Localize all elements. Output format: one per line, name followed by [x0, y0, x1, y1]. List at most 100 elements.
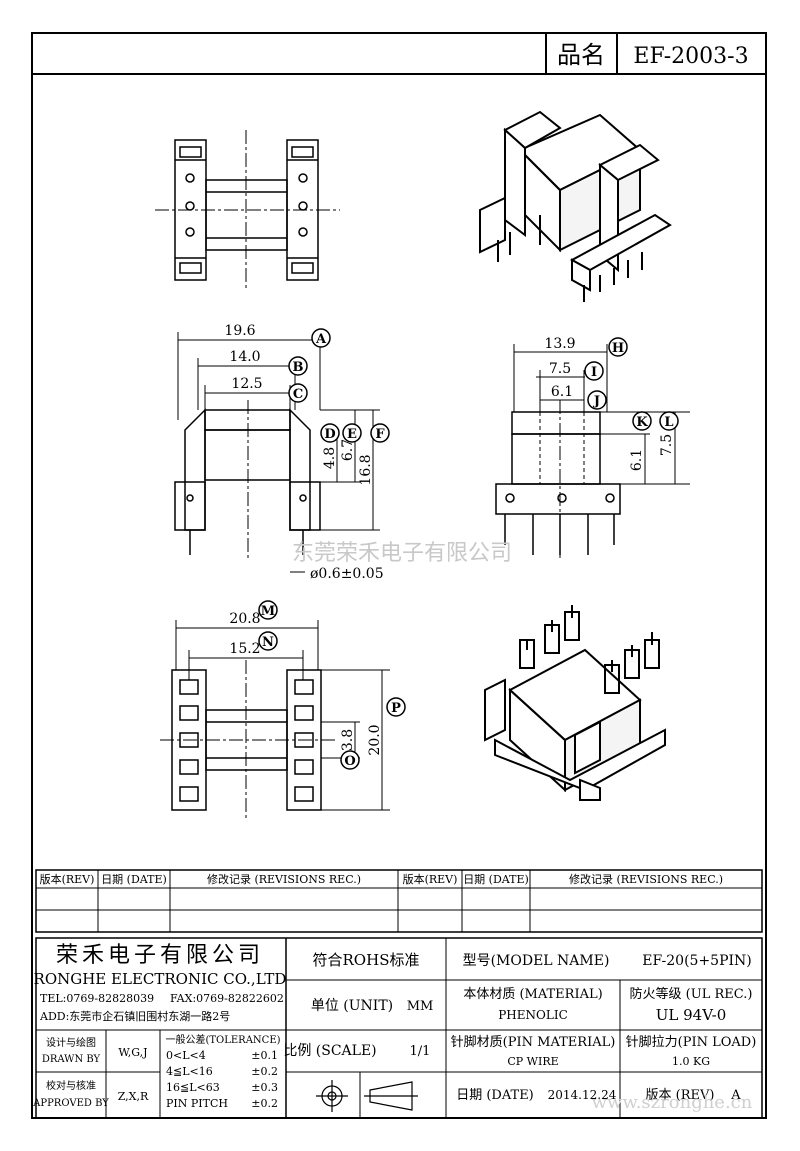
callout-d: D — [320, 423, 340, 443]
date-header-2: 日期 (DATE) — [463, 873, 529, 886]
dim-a-value: 19.6 — [224, 323, 255, 339]
tolerance-value: ±0.1 — [251, 1049, 278, 1062]
tolerance-value: ±0.3 — [251, 1081, 278, 1094]
info-block-grid — [35, 937, 763, 1119]
dim-k-value: 6.1 — [629, 449, 645, 471]
isometric-view-1 — [479, 110, 672, 302]
dim-h-value: 13.9 — [544, 336, 575, 352]
dim-e-value: 6.7 — [340, 439, 356, 461]
tolerance-value: ±0.2 — [251, 1065, 278, 1078]
name-label: 品名 — [557, 41, 605, 69]
company-fax: FAX:0769-82822602 — [170, 992, 284, 1005]
tolerance-range: 0<L<4 — [166, 1049, 206, 1062]
spec-fields: 符合ROHS标准 型号(MODEL NAME) EF-20(5+5PIN) 单位… — [32, 951, 756, 1110]
callout-h: H — [608, 337, 628, 357]
ul-label: 防火等级 (UL REC.) — [630, 986, 753, 1002]
svg-text:F: F — [375, 427, 385, 442]
company-name-en: RONGHE ELECTRONIC CO.,LTD — [34, 970, 287, 988]
callout-j: J — [587, 390, 607, 410]
svg-text:I: I — [591, 365, 597, 380]
bottom-view — [160, 660, 335, 820]
callout-m: M — [258, 600, 278, 620]
drawn-by-value: W,G,J — [118, 1046, 147, 1059]
svg-text:K: K — [636, 415, 648, 430]
projection-symbol-icon — [316, 1080, 418, 1112]
svg-text:C: C — [293, 387, 303, 402]
scale-label: 比例 (SCALE) — [283, 1043, 376, 1059]
callout-c: C — [288, 383, 308, 403]
svg-text:E: E — [347, 427, 357, 442]
dim-b-value: 14.0 — [229, 349, 260, 365]
callout-p: P — [386, 697, 406, 717]
dim-i-value: 7.5 — [549, 361, 571, 377]
revision-table — [35, 869, 763, 933]
callout-b: B — [288, 356, 308, 376]
date-label: 日期 (DATE) — [456, 1088, 534, 1103]
revision-headers: 版本(REV) 日期 (DATE) 修改记录 (REVISIONS REC.) … — [40, 872, 723, 886]
dim-j-value: 6.1 — [551, 384, 573, 400]
callout-a: A — [311, 328, 331, 348]
pin-load-value: 1.0 KG — [672, 1055, 710, 1068]
isometric-view-2 — [484, 605, 666, 801]
dim-c-value: 12.5 — [231, 376, 262, 392]
company-address: ADD:东莞市企石镇旧围村东湖一路2号 — [39, 1009, 230, 1023]
pin-diameter-value: ø0.6±0.05 — [310, 566, 384, 582]
rec-header-1: 修改记录 (REVISIONS REC.) — [207, 872, 361, 886]
front-view — [174, 400, 321, 560]
rec-header-2: 修改记录 (REVISIONS REC.) — [569, 872, 723, 886]
dim-n-value: 15.2 — [229, 641, 260, 657]
front-view-labels: 19.6 14.0 12.5 4.8 6.7 16.8 ø0.6±0.05 — [224, 323, 383, 582]
callout-o: O — [340, 750, 360, 770]
dim-p-value: 20.0 — [367, 724, 383, 755]
unit-value: MM — [407, 999, 434, 1014]
pin-load-label: 针脚拉力(PIN LOAD) — [626, 1034, 757, 1050]
dim-o-value: 3.8 — [340, 729, 356, 751]
tolerance-title: 一般公差(TOLERANCE) — [165, 1033, 280, 1046]
scale-value: 1/1 — [410, 1044, 431, 1059]
drawn-by-label-en: DRAWN BY — [42, 1054, 101, 1065]
rev-header-2: 版本(REV) — [403, 872, 458, 886]
watermark-url: www.szronghe.cn — [592, 1092, 753, 1113]
dim-m-value: 20.8 — [229, 611, 260, 627]
callout-e: E — [342, 423, 362, 443]
tolerance-range: 16≦L<63 — [166, 1081, 220, 1094]
drawn-by-label-cn: 设计与绘图 — [46, 1036, 96, 1049]
svg-text:M: M — [261, 604, 275, 619]
tolerance-value: ±0.2 — [251, 1097, 278, 1110]
company-info: 荣禾电子有限公司 RONGHE ELECTRONIC CO.,LTD TEL:0… — [34, 943, 287, 1023]
svg-text:P: P — [391, 701, 401, 716]
approved-by-label-cn: 校对与核准 — [46, 1079, 96, 1092]
rev-header-1: 版本(REV) — [40, 872, 95, 886]
model-value: EF-20(5+5PIN) — [642, 953, 752, 969]
svg-text:B: B — [293, 360, 304, 375]
part-number: EF-2003-3 — [633, 44, 748, 69]
svg-text:N: N — [262, 635, 274, 650]
rev-label: 版本 (REV) — [646, 1088, 715, 1103]
svg-text:A: A — [315, 332, 327, 347]
side-view — [495, 400, 621, 560]
svg-text:D: D — [324, 427, 335, 442]
material-value: PHENOLIC — [498, 1008, 568, 1022]
pin-material-value: CP WIRE — [507, 1055, 558, 1068]
date-header-1: 日期 (DATE) — [101, 873, 167, 886]
dim-f-value: 16.8 — [358, 454, 374, 485]
callout-n: N — [258, 631, 278, 651]
callout-i: I — [584, 361, 604, 381]
callout-l: L — [659, 411, 679, 431]
tolerance-range: PIN PITCH — [166, 1097, 228, 1110]
title-block: 品名 EF-2003-3 — [32, 33, 766, 75]
callout-f: F — [370, 423, 390, 443]
date-value: 2014.12.24 — [548, 1088, 617, 1102]
pin-material-label: 针脚材质(PIN MATERIAL) — [451, 1034, 616, 1050]
dim-d-value: 4.8 — [322, 447, 338, 469]
model-label: 型号(MODEL NAME) — [463, 953, 610, 969]
callout-k: K — [632, 411, 652, 431]
bottom-view-labels: 20.8 15.2 3.8 20.0 — [229, 611, 383, 756]
svg-text:H: H — [612, 341, 624, 356]
watermark: 东莞荣禾电子有限公司 — [292, 541, 512, 566]
company-tel: TEL:0769-82828039 — [40, 992, 154, 1005]
company-name-cn: 荣禾电子有限公司 — [56, 943, 264, 968]
